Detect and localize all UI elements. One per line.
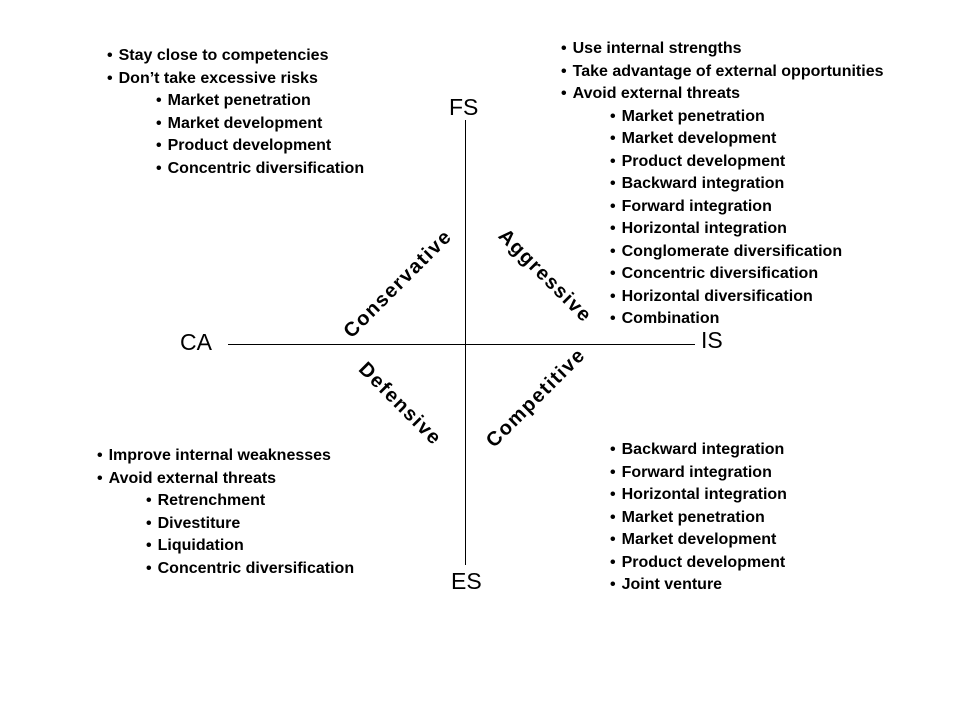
list-item: Combination [561, 308, 884, 331]
list-item: Backward integration [610, 439, 787, 462]
list-item: Market development [610, 529, 787, 552]
list-item: Take advantage of external opportunities [561, 61, 884, 84]
list-item: Divestiture [97, 513, 354, 536]
list-item: Concentric diversification [107, 158, 365, 181]
list-item: Stay close to competencies [107, 45, 364, 68]
list-item: Horizontal integration [610, 484, 787, 507]
quadrant-label-competitive: Competitive [481, 343, 591, 453]
list-item: Market penetration [610, 507, 787, 530]
list-item: Product development [107, 135, 364, 158]
list-item: Concentric diversification [97, 558, 355, 581]
list-item: Liquidation [97, 535, 354, 558]
axis-label-is: IS [701, 327, 723, 353]
vertical-axis-line [465, 120, 466, 565]
axis-label-ca: CA [180, 329, 212, 355]
list-item: Retrenchment [97, 490, 354, 513]
list-item: Backward integration [561, 173, 884, 196]
list-item: Horizontal integration [561, 218, 884, 241]
list-item: Don’t take excessive risks [107, 68, 364, 91]
conservative-strategy-list: Stay close to competencies Don’t take ex… [107, 45, 365, 181]
horizontal-axis-line [228, 344, 695, 345]
list-item: Product development [610, 552, 787, 575]
competitive-strategy-list: Backward integration Forward integration… [610, 439, 787, 597]
defensive-strategy-list: Improve internal weaknesses Avoid extern… [97, 445, 355, 581]
list-item: Forward integration [561, 196, 884, 219]
aggressive-strategy-list: Use internal strengths Take advantage of… [561, 38, 884, 331]
list-item: Concentric diversification [561, 263, 884, 286]
list-item: Avoid external threats [97, 468, 354, 491]
list-item: Avoid external threats [561, 83, 884, 106]
list-item: Conglomerate diversification [561, 241, 884, 264]
list-item: Product development [561, 151, 884, 174]
list-item: Market development [561, 128, 884, 151]
list-item: Market penetration [561, 106, 884, 129]
list-item: Horizontal diversification [561, 286, 884, 309]
list-item: Improve internal weaknesses [97, 445, 354, 468]
list-item: Joint venture [610, 574, 787, 597]
list-item: Use internal strengths [561, 38, 884, 61]
quadrant-label-conservative: Conservative [339, 225, 457, 343]
axis-label-es: ES [451, 568, 482, 594]
list-item: Market penetration [107, 90, 364, 113]
axis-label-fs: FS [449, 94, 479, 120]
list-item: Forward integration [610, 462, 787, 485]
quadrant-label-defensive: Defensive [354, 358, 446, 450]
list-item: Market development [107, 113, 364, 136]
